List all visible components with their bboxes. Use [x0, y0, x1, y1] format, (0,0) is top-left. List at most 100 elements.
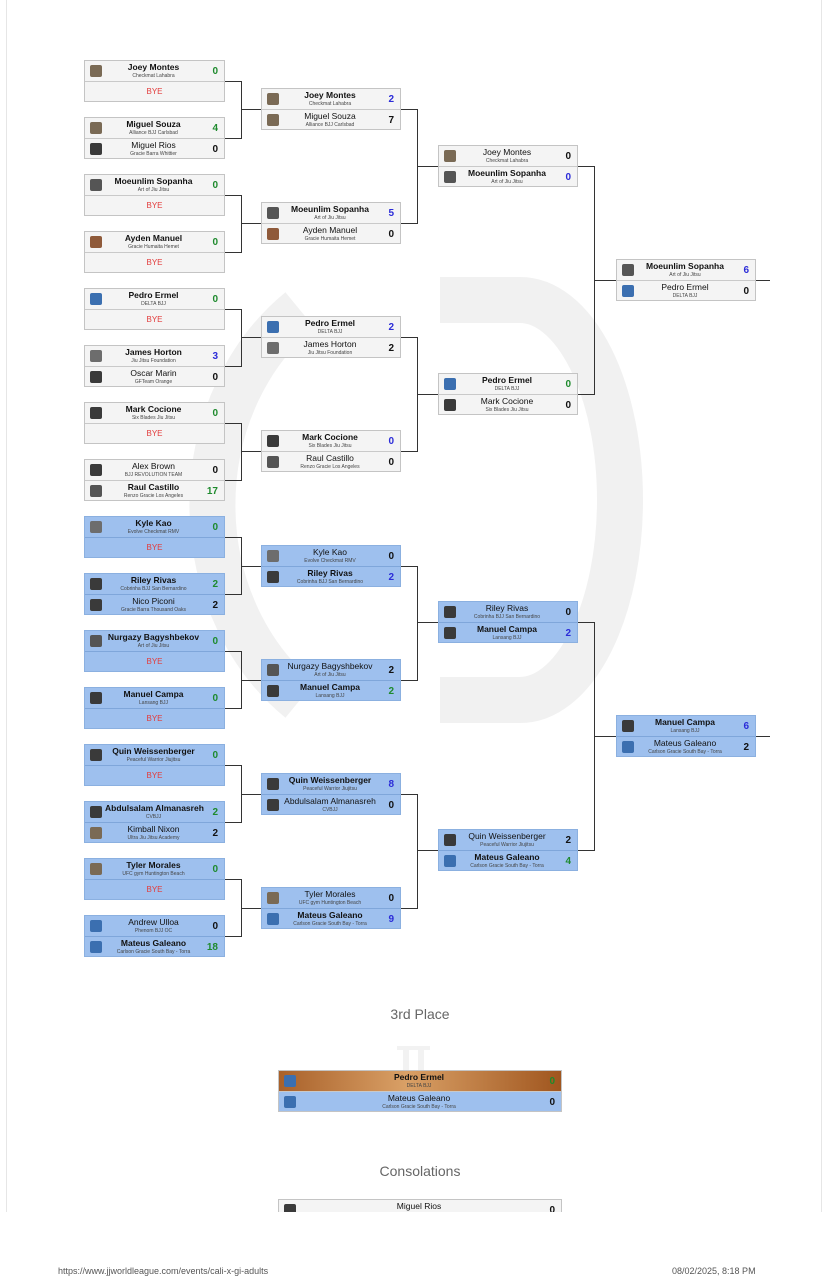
bye-row: BYE [85, 253, 224, 272]
team-logo-icon [267, 571, 279, 583]
competitor-team: Lansang BJJ [315, 693, 345, 699]
connector-line [756, 280, 770, 281]
competitor-score: 0 [212, 66, 218, 77]
connector-line [594, 736, 616, 737]
competitor-name: Miguel Souza [126, 119, 181, 129]
team-logo-icon [267, 207, 279, 219]
connector-line [225, 708, 241, 709]
competitor-score: 17 [206, 486, 218, 497]
competitor-score: 0 [388, 551, 394, 562]
bye-label: BYE [146, 87, 163, 96]
team-logo-icon [444, 150, 456, 162]
competitor-team: Art of Jiu Jitsu [137, 643, 170, 649]
competitor-name: Pedro Ermel [128, 290, 179, 300]
connector-line [401, 680, 417, 681]
connector-line [241, 195, 242, 253]
connector-line [417, 394, 438, 395]
bye-label: BYE [146, 543, 163, 552]
connector-line [241, 794, 261, 795]
competitor-score: 0 [549, 1097, 555, 1108]
competitor-name: Raul Castillo [306, 453, 354, 463]
competitor-team: Gracie Humaita Hemet [128, 244, 179, 250]
competitor-score: 0 [388, 800, 394, 811]
competitor-name: Mateus Galeano [297, 910, 363, 920]
page-border [6, 0, 822, 1240]
connector-line [241, 81, 242, 139]
competitor-score: 0 [212, 921, 218, 932]
competitor-score: 7 [388, 115, 394, 126]
connector-line [578, 622, 594, 623]
competitor-score: 0 [388, 457, 394, 468]
connector-line [417, 166, 438, 167]
competitor-team: DELTA BJJ [406, 1083, 432, 1089]
competitor-name: Manuel Campa [300, 682, 360, 692]
competitor-score: 6 [743, 265, 749, 276]
team-logo-icon [284, 1096, 296, 1108]
connector-line [417, 850, 438, 851]
connector-line [401, 451, 417, 452]
team-logo-icon [267, 228, 279, 240]
team-logo-icon [90, 599, 102, 611]
competitor-team: Carlson Gracie South Bay - Torra [382, 1104, 456, 1110]
bye-label: BYE [146, 201, 163, 210]
team-logo-icon [267, 114, 279, 126]
